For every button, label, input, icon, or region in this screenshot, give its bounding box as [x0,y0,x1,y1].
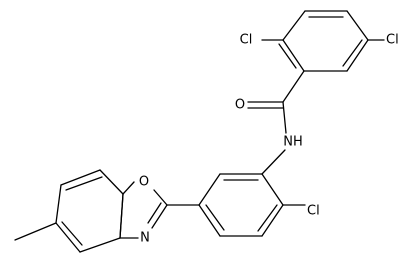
bond [147,202,162,224]
atom-label-cl2: Cl [386,33,399,48]
oxazole-bonds [119,181,168,239]
bond-n-ring [261,149,286,175]
atom-label-cl3: Cl [307,204,320,219]
ring-b-bonds [198,173,284,237]
bond [61,221,83,246]
atom-label-o-ring: O [139,175,149,190]
bond [282,39,305,72]
bond [346,10,369,41]
atom-label-o-carbonyl: O [235,98,245,113]
bond-ring-carbonyl [282,70,305,103]
bond [205,204,225,231]
bond [55,184,62,224]
bond [261,204,284,237]
bond [119,193,124,239]
bond [257,204,278,232]
bond-c-n [282,101,287,134]
bond [261,173,284,206]
ring-c-bonds [55,169,124,253]
bond [342,39,363,67]
bond [99,169,124,195]
atom-label-n-ring: N [140,231,150,246]
bond [198,173,221,206]
bond-methyl [14,222,57,241]
bond [198,204,221,237]
atom-label-nh: NH [283,135,303,150]
bond [282,10,306,41]
bond [278,43,297,69]
bond [79,237,121,253]
bond [151,204,168,229]
bond [55,222,81,253]
atom-label-cl1: Cl [240,33,253,48]
bond [153,189,168,206]
bond [122,181,135,195]
bond [346,39,369,72]
bond [65,176,103,191]
ring-a-bonds [278,10,369,72]
bond [60,169,101,186]
